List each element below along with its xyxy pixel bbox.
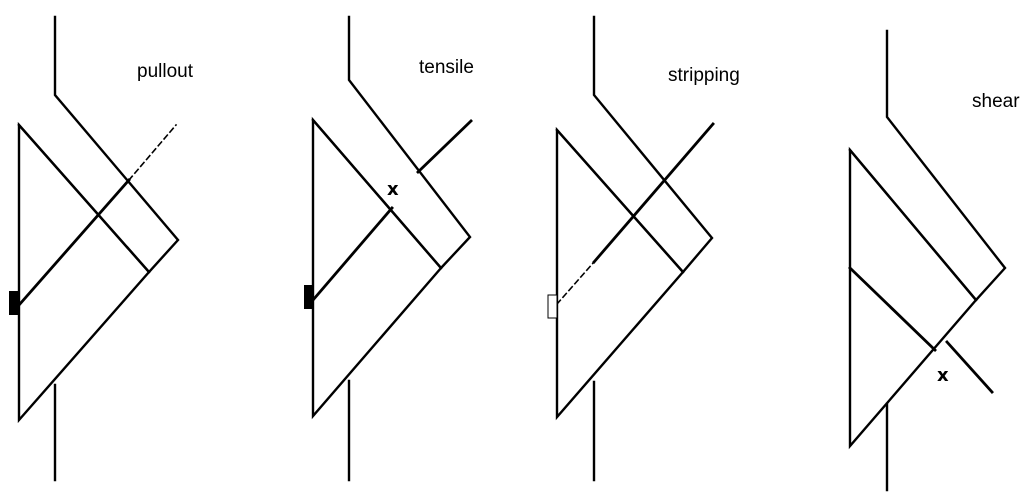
tensile-inner-diagonal [311,118,443,270]
tensile-outer-triangle [311,116,443,420]
panel-tensile [304,15,473,482]
tensile-failure-mark: x [387,179,399,200]
shear-member-top [885,29,1007,302]
stripping-inner-diagonal [555,128,685,274]
shear-reinforcing-bar-upper [848,266,937,352]
pullout-bar-pulled-dashed [127,123,178,182]
shear-outer-triangle [848,146,978,450]
tensile-reinforcing-bar-upper [416,119,473,174]
tensile-reinforcing-bar-lower [311,206,394,302]
tensile-label: tensile [419,57,474,78]
tensile-bar-anchor [304,285,314,309]
stripping-bar-stripped-dashed [555,260,596,306]
pullout-label: pullout [137,61,193,82]
pullout-outer-triangle [17,121,151,424]
stripping-label: stripping [668,65,740,86]
pullout-member-top [53,15,180,274]
panel-pullout [9,15,180,482]
panel-shear [848,29,1007,492]
pullout-reinforcing-bar [17,178,131,307]
shear-failure-mark: x [937,365,949,386]
pullout-bar-anchor [9,291,19,315]
stripping-bar-anchor-outline [547,294,558,319]
shear-label: shear [972,91,1020,112]
stripping-reinforcing-bar [592,122,715,264]
tensile-member-top [347,15,472,270]
panel-stripping [547,15,715,482]
shear-reinforcing-bar-lower [945,340,994,394]
stripping-member-top [592,15,714,274]
stripping-outer-triangle [555,126,685,421]
shear-inner-diagonal [848,148,978,302]
pullout-inner-diagonal [17,123,151,274]
